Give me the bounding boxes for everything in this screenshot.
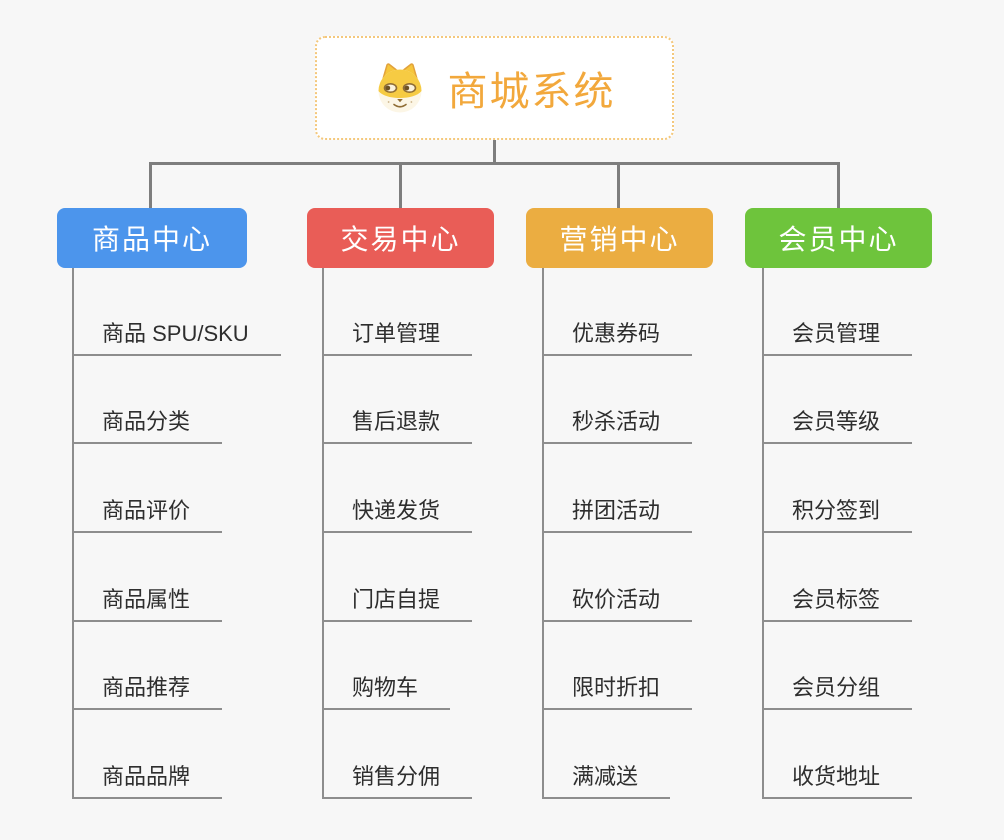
child-node[interactable]: 门店自提 bbox=[322, 578, 473, 622]
child-node[interactable]: 商品 SPU/SKU bbox=[72, 312, 281, 356]
child-node[interactable]: 销售分佣 bbox=[322, 755, 473, 799]
child-node[interactable]: 限时折扣 bbox=[542, 666, 693, 710]
child-node[interactable]: 订单管理 bbox=[322, 312, 473, 356]
child-node[interactable]: 秒杀活动 bbox=[542, 400, 693, 444]
branch-header-trade-center[interactable]: 交易中心 bbox=[307, 208, 494, 268]
child-node[interactable]: 会员管理 bbox=[762, 312, 913, 356]
child-node[interactable]: 积分签到 bbox=[762, 489, 913, 533]
child-node[interactable]: 优惠券码 bbox=[542, 312, 693, 356]
child-node[interactable]: 会员等级 bbox=[762, 400, 913, 444]
connector-drop-marketing bbox=[617, 164, 620, 208]
child-node[interactable]: 商品分类 bbox=[72, 400, 223, 444]
child-node[interactable]: 快递发货 bbox=[322, 489, 473, 533]
connector-horizontal bbox=[149, 162, 840, 165]
connector-root-stub bbox=[493, 140, 496, 165]
child-node[interactable]: 砍价活动 bbox=[542, 578, 693, 622]
branch-header-member-center[interactable]: 会员中心 bbox=[745, 208, 932, 268]
doge-icon bbox=[374, 62, 426, 114]
child-node[interactable]: 商品评价 bbox=[72, 489, 223, 533]
child-node[interactable]: 商品属性 bbox=[72, 578, 223, 622]
connector-drop-member bbox=[837, 164, 840, 208]
child-node[interactable]: 会员标签 bbox=[762, 578, 913, 622]
child-node[interactable]: 购物车 bbox=[322, 666, 451, 710]
branch-spine-trade bbox=[322, 268, 324, 799]
child-node[interactable]: 收货地址 bbox=[762, 755, 913, 799]
branch-header-marketing-center[interactable]: 营销中心 bbox=[526, 208, 713, 268]
branch-spine-product bbox=[72, 268, 74, 799]
root-title: 商城系统 bbox=[447, 70, 616, 114]
child-node[interactable]: 商品品牌 bbox=[72, 755, 223, 799]
child-node[interactable]: 商品推荐 bbox=[72, 666, 223, 710]
child-node[interactable]: 拼团活动 bbox=[542, 489, 693, 533]
child-node[interactable]: 售后退款 bbox=[322, 400, 473, 444]
connector-drop-product bbox=[149, 164, 152, 208]
root-node[interactable]: 商城系统 bbox=[315, 36, 674, 140]
connector-drop-trade bbox=[399, 164, 402, 208]
child-node[interactable]: 满减送 bbox=[542, 755, 671, 799]
branch-spine-marketing bbox=[542, 268, 544, 799]
branch-header-product-center[interactable]: 商品中心 bbox=[57, 208, 247, 268]
child-node[interactable]: 会员分组 bbox=[762, 666, 913, 710]
branch-spine-member bbox=[762, 268, 764, 799]
